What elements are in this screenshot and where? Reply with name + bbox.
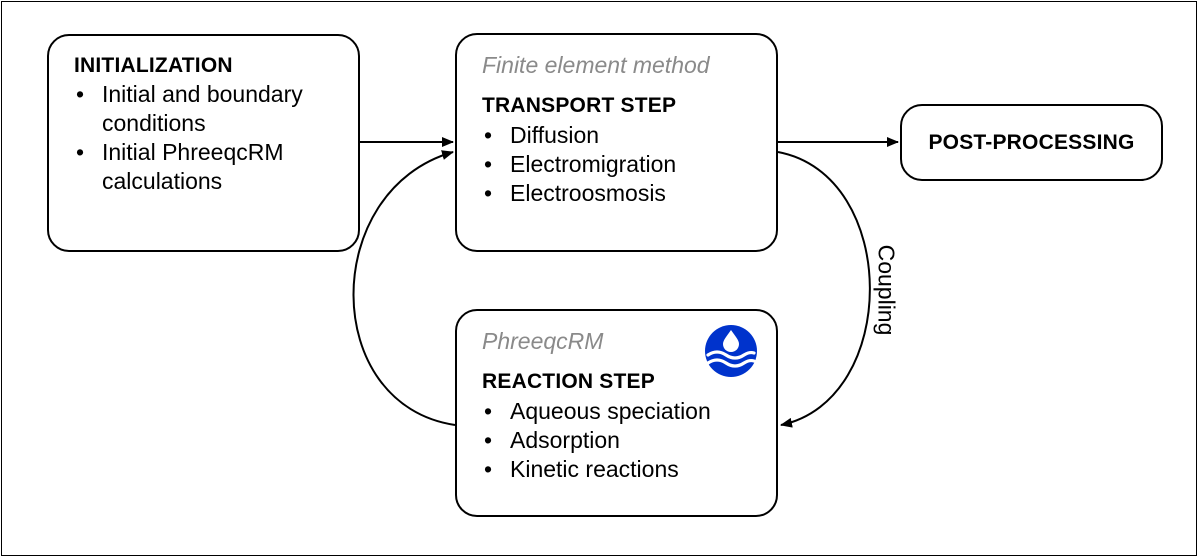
arrow-coupling-transport-to-reaction bbox=[777, 151, 871, 428]
initialization-box: INITIALIZATION Initial and boundary cond… bbox=[47, 34, 360, 252]
reaction-list: Aqueous speciation Adsorption Kinetic re… bbox=[482, 397, 762, 484]
post-processing-box: POST-PROCESSING bbox=[900, 104, 1163, 181]
reaction-subtitle: PhreeqcRM bbox=[482, 328, 604, 354]
initialization-list: Initial and boundary conditions Initial … bbox=[74, 80, 340, 196]
list-item: Initial PhreeqcRM calculations bbox=[74, 138, 340, 196]
reaction-title: REACTION STEP bbox=[482, 370, 655, 393]
list-item: Aqueous speciation bbox=[482, 397, 762, 426]
reaction-step-box: PhreeqcRM REACTION STEP Aqueous speciati… bbox=[455, 309, 778, 517]
list-item: Electromigration bbox=[482, 150, 762, 179]
post-processing-title: POST-PROCESSING bbox=[928, 130, 1135, 154]
list-item: Electroosmosis bbox=[482, 179, 762, 208]
transport-list: Diffusion Electromigration Electroosmosi… bbox=[482, 121, 762, 208]
phreeqc-water-drop-logo-icon bbox=[705, 325, 757, 377]
coupling-label: Coupling bbox=[873, 244, 900, 336]
arrow-reaction-back-to-transport bbox=[352, 150, 456, 426]
initialization-title: INITIALIZATION bbox=[74, 54, 233, 77]
transport-step-box: Finite element method TRANSPORT STEP Dif… bbox=[455, 33, 778, 252]
transport-subtitle: Finite element method bbox=[482, 52, 710, 78]
list-item: Diffusion bbox=[482, 121, 762, 150]
list-item: Initial and boundary conditions bbox=[74, 80, 340, 138]
list-item: Kinetic reactions bbox=[482, 455, 762, 484]
transport-title: TRANSPORT STEP bbox=[482, 94, 677, 117]
list-item: Adsorption bbox=[482, 426, 762, 455]
